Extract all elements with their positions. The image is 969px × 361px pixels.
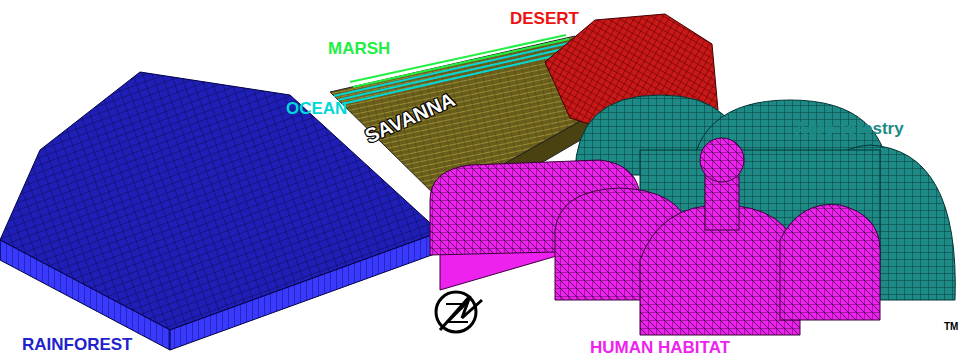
region-label: MARSH bbox=[328, 40, 390, 57]
region-label: DESERT bbox=[510, 10, 579, 27]
region-label: RAINFOREST bbox=[22, 336, 133, 353]
trademark-mark: TM bbox=[944, 322, 958, 332]
region-label: HUMAN HABITAT bbox=[590, 339, 730, 356]
region-label: Agro-forestry bbox=[795, 120, 904, 137]
region-label: OCEAN bbox=[286, 100, 347, 117]
